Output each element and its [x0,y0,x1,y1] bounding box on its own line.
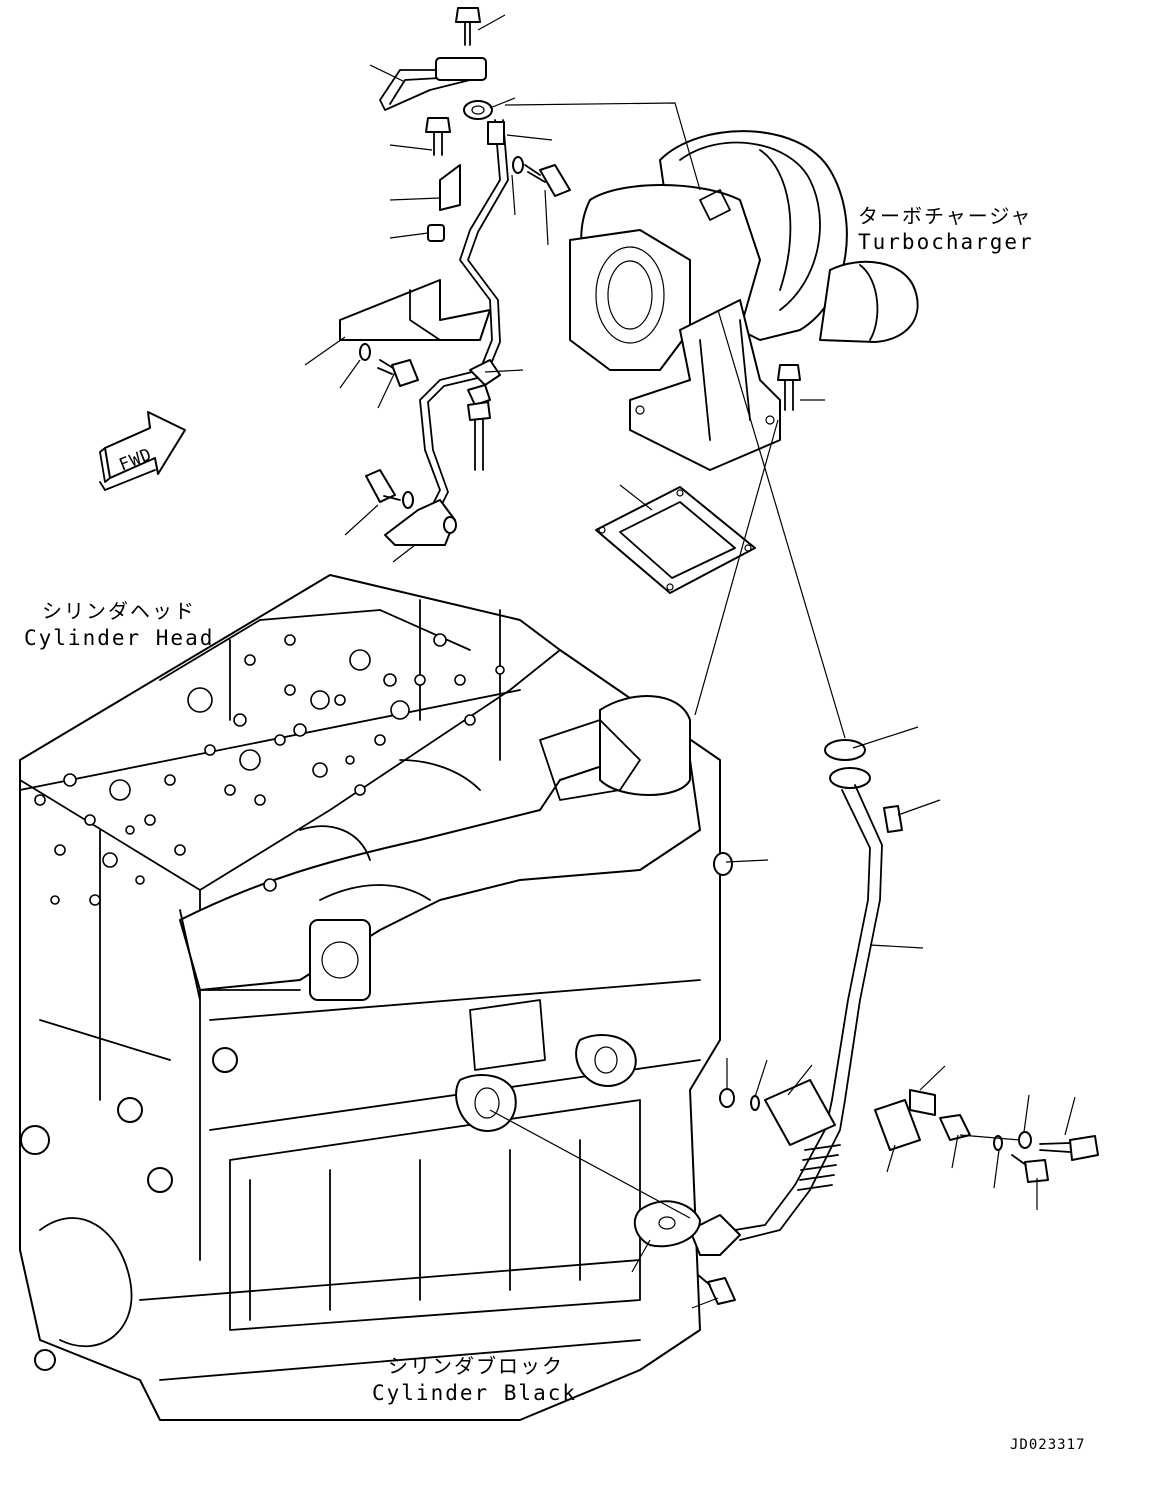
drawing-code: JD023317 [1010,1437,1086,1453]
turbo-gasket [595,486,756,594]
cylinder-block-label-en: Cylinder Black [372,1381,578,1405]
turbocharger-drawing [569,130,919,471]
cylinder-head-label-jp: シリンダヘッド [42,599,196,623]
cylinder-head-label-en: Cylinder Head [24,626,215,650]
cylinder-block-drawing [19,574,721,1421]
bolts-and-washers [359,7,1099,1305]
turbocharger-label-en: Turbocharger [858,230,1034,254]
cylinder-block-label-jp: シリンダブロック [388,1354,564,1378]
cylinder-head-holes [34,633,505,906]
oil-return-pipe [633,739,921,1256]
leader-lines [304,14,1076,1309]
turbocharger-label-jp: ターボチャージャ [858,204,1033,228]
fwd-arrow-icon: FWD [99,411,186,491]
oil-supply-pipe [339,57,509,546]
